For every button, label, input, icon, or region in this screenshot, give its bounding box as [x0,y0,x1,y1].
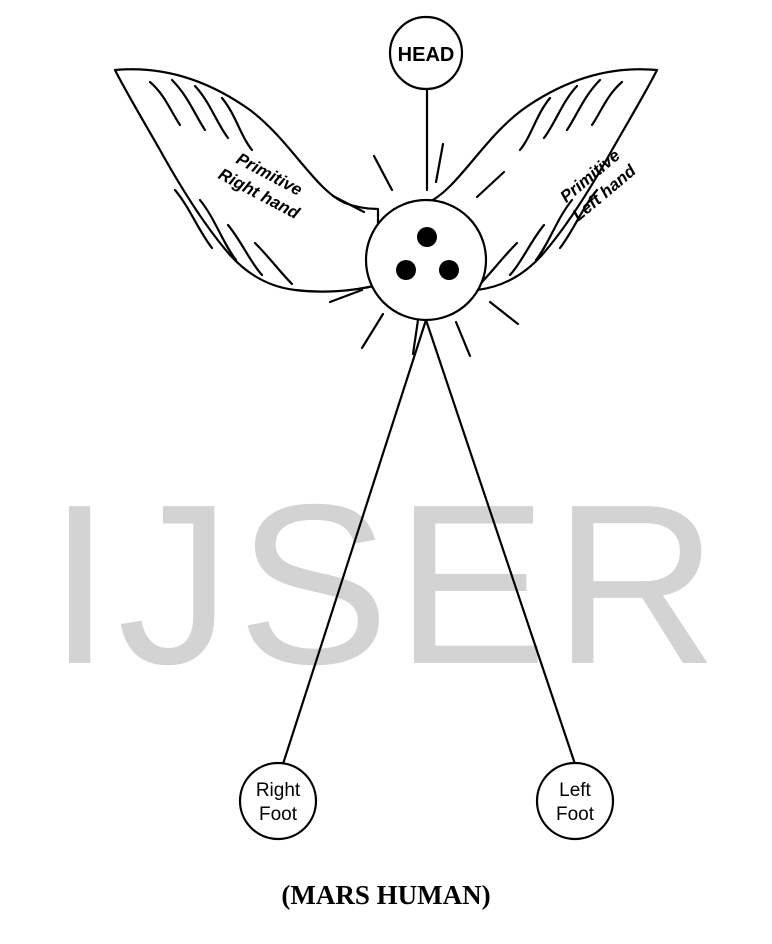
right-foot-label-line2: Foot [259,804,298,825]
left-leg-line [426,320,575,764]
right-foot-circle [240,763,316,839]
right-leg-line [283,320,426,764]
diagram-caption: (MARS HUMAN) [0,880,772,911]
body-circle [366,200,486,320]
left-foot-circle [537,763,613,839]
right-foot-label-line1: Right [256,780,301,801]
body-dot-right [439,260,459,280]
head-label: HEAD [398,44,455,66]
body-dot-left [396,260,416,280]
left-foot-label-line1: Left [559,780,591,801]
left-foot-label-line2: Foot [556,804,595,825]
body-dot-top [417,227,437,247]
